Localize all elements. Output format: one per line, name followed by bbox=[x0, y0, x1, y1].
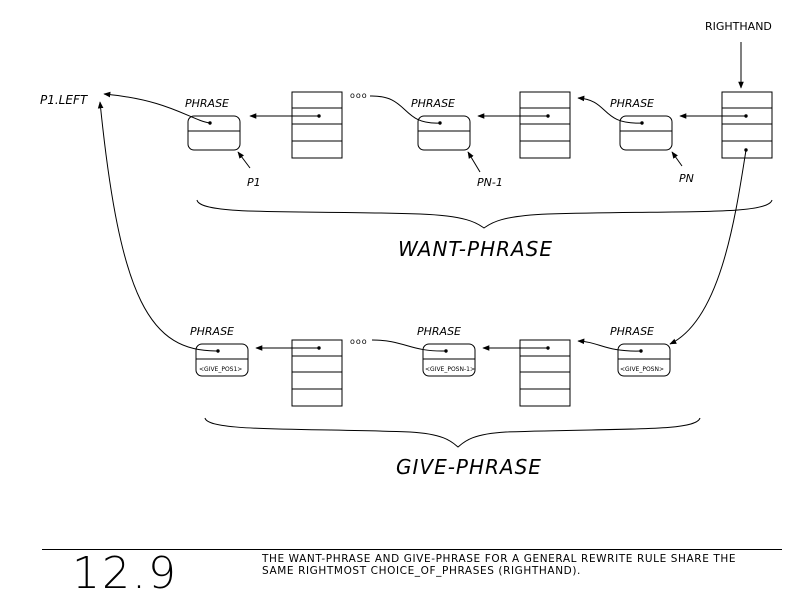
give-phrase-title: GIVE-PHRASE bbox=[396, 455, 542, 479]
give-brace bbox=[204, 417, 701, 448]
give-phrase-label-n-1: PHRASE bbox=[417, 325, 461, 338]
give-phrase-box-1 bbox=[195, 343, 249, 377]
give-ellipsis: ooo bbox=[350, 337, 368, 346]
pn-1-label: PN-1 bbox=[477, 176, 503, 189]
link-phrasen-to-stack2 bbox=[577, 95, 643, 124]
give-pos-1: <GIVE_POS1> bbox=[199, 366, 242, 373]
link-righthand-to-give-n bbox=[669, 149, 747, 345]
pn-pointer bbox=[671, 151, 683, 167]
p1-left-label: P1.LEFT bbox=[40, 93, 89, 107]
give-phrase-box-n-1 bbox=[422, 343, 476, 377]
want-phrase-label-1: PHRASE bbox=[185, 97, 229, 110]
want-phrase-box-n bbox=[619, 115, 673, 151]
want-choice-stack-1 bbox=[291, 91, 343, 159]
link-phrasen-1-to-ellipsis bbox=[369, 95, 441, 124]
want-phrase-box-1 bbox=[187, 115, 241, 151]
want-phrase-box-n-1 bbox=[417, 115, 471, 151]
want-brace bbox=[196, 199, 773, 229]
link-give-n-to-stack2 bbox=[577, 338, 642, 352]
p1-pointer bbox=[237, 151, 251, 169]
want-ellipsis: ooo bbox=[350, 91, 368, 100]
give-phrase-label-1: PHRASE bbox=[190, 325, 234, 338]
figure-number: 12.9 bbox=[72, 548, 178, 599]
give-choice-stack-1 bbox=[291, 339, 343, 407]
want-phrase-title: WANT-PHRASE bbox=[398, 237, 553, 261]
link-give-n-1-to-ellipsis bbox=[371, 339, 447, 352]
caption-divider bbox=[42, 549, 782, 550]
pn-label: PN bbox=[679, 172, 694, 185]
give-phrase-label-n: PHRASE bbox=[610, 325, 654, 338]
link-phrase1-to-p1left bbox=[103, 91, 211, 124]
righthand-label: RIGHTHAND bbox=[705, 20, 772, 33]
p1-label: P1 bbox=[247, 176, 261, 189]
want-phrase-label-n-1: PHRASE bbox=[411, 97, 455, 110]
want-choice-stack-righthand bbox=[721, 91, 773, 159]
give-pos-n: <GIVE_POSN> bbox=[620, 366, 664, 373]
give-pos-n-1: <GIVE_POSN-1> bbox=[425, 366, 475, 373]
want-phrase-label-n: PHRASE bbox=[610, 97, 654, 110]
link-give1-to-p1left bbox=[97, 101, 219, 352]
pn-1-pointer bbox=[467, 151, 481, 173]
figure-caption: THE WANT-PHRASE AND GIVE-PHRASE FOR A GE… bbox=[262, 553, 737, 577]
give-phrase-box-n bbox=[617, 343, 671, 377]
give-choice-stack-2 bbox=[519, 339, 571, 407]
want-choice-stack-2 bbox=[519, 91, 571, 159]
